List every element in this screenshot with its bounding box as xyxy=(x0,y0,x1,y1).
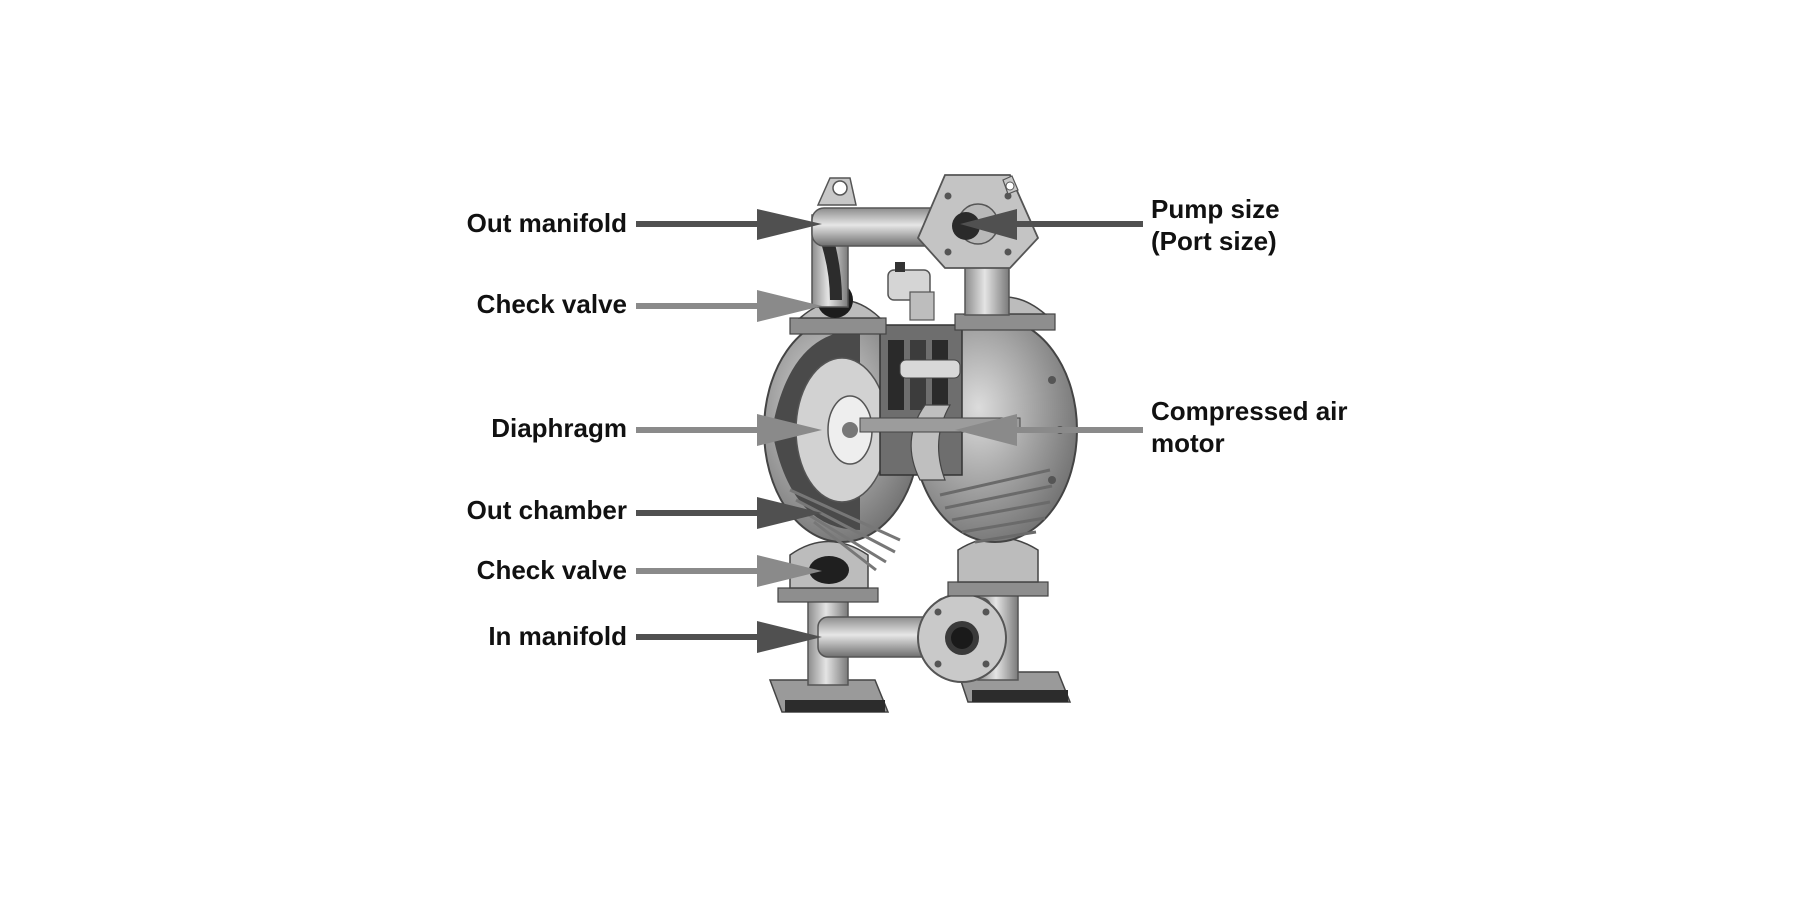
label-arrows xyxy=(636,209,1143,653)
label-in-manifold: In manifold xyxy=(488,621,627,651)
arrow-diaphragm xyxy=(636,414,822,446)
label-compressed-air-line1: Compressed air xyxy=(1151,396,1348,426)
arrow-out-manifold xyxy=(636,209,822,240)
pump-feet xyxy=(768,671,1072,713)
label-check-valve-bottom: Check valve xyxy=(476,555,627,585)
air-motor xyxy=(859,324,1021,481)
label-pump-size-line2: (Port size) xyxy=(1151,226,1277,256)
arrow-out-chamber xyxy=(636,497,822,529)
in-manifold xyxy=(817,593,1007,683)
arrow-in-manifold xyxy=(636,621,822,653)
bottom-check-valves xyxy=(777,536,1049,603)
air-inlet-fitting xyxy=(887,262,935,321)
label-diaphragm: Diaphragm xyxy=(491,413,627,443)
arrow-check-valve-bottom xyxy=(636,555,822,587)
label-check-valve-top: Check valve xyxy=(476,289,627,319)
arrow-pump-size xyxy=(960,209,1143,240)
label-pump-size: Pump size (Port size) xyxy=(1151,193,1280,257)
pump-illustration xyxy=(763,174,1078,713)
arrow-compressed-air-motor xyxy=(955,414,1143,446)
label-compressed-air-line2: motor xyxy=(1151,428,1225,458)
label-out-chamber: Out chamber xyxy=(466,495,627,525)
label-pump-size-line1: Pump size xyxy=(1151,194,1280,224)
arrow-check-valve-top xyxy=(636,290,822,322)
label-out-manifold: Out manifold xyxy=(466,208,627,238)
label-compressed-air-motor: Compressed air motor xyxy=(1151,395,1348,459)
